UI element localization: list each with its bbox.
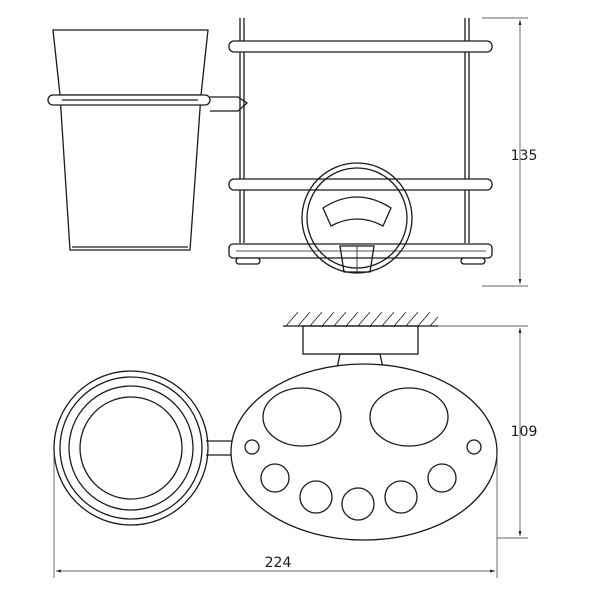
frame-posts (239, 18, 470, 243)
front-view: 135 (47, 17, 538, 287)
brush-hole (427, 463, 457, 493)
height-label: 135 (511, 148, 538, 164)
brush-hole (384, 480, 418, 514)
brush-hole (299, 480, 333, 514)
dimension-width: 224 (53, 452, 498, 578)
tumbler-front (52, 29, 209, 251)
brush-hole (260, 463, 290, 493)
dimension-depth: 109 (438, 325, 538, 539)
cup-hole-right (369, 387, 449, 447)
cup-hole-left (262, 387, 342, 447)
width-label: 224 (265, 555, 292, 571)
brush-hole (341, 487, 375, 521)
depth-label: 109 (511, 424, 538, 440)
cup-holder-arm (47, 94, 249, 112)
wall-mount-front (301, 162, 413, 274)
wall-hatch (283, 311, 439, 327)
feet (235, 257, 486, 265)
shelf-bars (228, 40, 493, 259)
top-view: 109 224 (53, 311, 538, 578)
cup-ring-top (53, 370, 209, 526)
dimension-height: 135 (482, 17, 538, 287)
wall-bracket-top (302, 325, 419, 369)
toothbrush-plate (230, 363, 498, 541)
